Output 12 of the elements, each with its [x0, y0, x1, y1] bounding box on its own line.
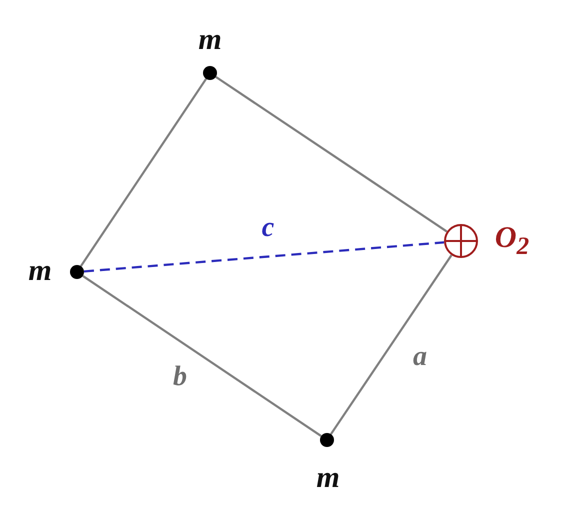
mass-label: m	[198, 25, 222, 55]
edge-label: a	[413, 343, 427, 371]
dashed-line	[84, 241, 444, 273]
mass-label: m	[28, 256, 52, 286]
side-line	[215, 76, 448, 232]
edge-label: c	[262, 214, 274, 242]
side-line	[80, 78, 208, 267]
edge-label: b	[173, 363, 187, 391]
mass-label: m	[316, 463, 340, 493]
point-label: O$_{2}$	[494, 223, 530, 259]
side-line	[82, 275, 322, 437]
side-line	[330, 254, 452, 435]
